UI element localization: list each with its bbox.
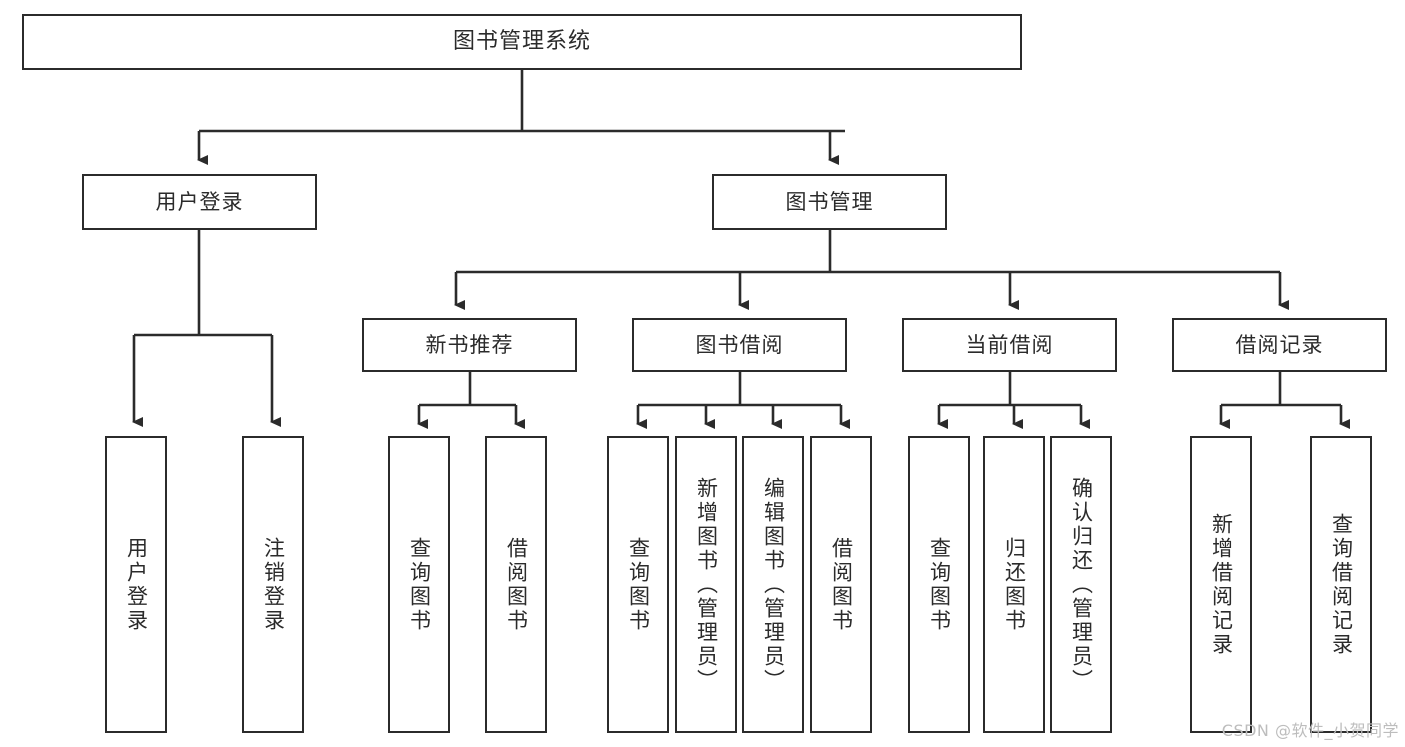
leaf-query-book-current[interactable]: 查询图书 <box>908 436 970 733</box>
leaf-query-book-borrow[interactable]: 查询图书 <box>607 436 669 733</box>
leaf-label: 用户登录 <box>124 536 149 633</box>
leaf-label: 借阅图书 <box>504 536 529 633</box>
node-user-login[interactable]: 用户登录 <box>82 174 317 230</box>
leaf-confirm-return-admin[interactable]: 确认归还（管理员） <box>1050 436 1112 733</box>
leaf-query-borrow-record[interactable]: 查询借阅记录 <box>1310 436 1372 733</box>
leaf-label: 借阅图书 <box>829 536 854 633</box>
leaf-borrow-book-newbook[interactable]: 借阅图书 <box>485 436 547 733</box>
node-borrow-records[interactable]: 借阅记录 <box>1172 318 1387 372</box>
leaf-lend-book[interactable]: 借阅图书 <box>810 436 872 733</box>
leaf-label: 新增借阅记录 <box>1209 512 1234 657</box>
node-new-book-recommend[interactable]: 新书推荐 <box>362 318 577 372</box>
leaf-return-book[interactable]: 归还图书 <box>983 436 1045 733</box>
leaf-label: 查询图书 <box>407 536 432 633</box>
node-root[interactable]: 图书管理系统 <box>22 14 1022 70</box>
leaf-label: 查询借阅记录 <box>1329 512 1354 657</box>
leaf-add-book-admin[interactable]: 新增图书（管理员） <box>675 436 737 733</box>
watermark: CSDN @软件_小贺同学 <box>1221 721 1399 740</box>
leaf-label: 编辑图书（管理员） <box>761 476 786 693</box>
leaf-label: 归还图书 <box>1002 536 1027 633</box>
leaf-label: 注销登录 <box>261 536 286 633</box>
node-book-management[interactable]: 图书管理 <box>712 174 947 230</box>
leaf-label: 新增图书（管理员） <box>694 476 719 693</box>
leaf-logout[interactable]: 注销登录 <box>242 436 304 733</box>
leaf-user-login[interactable]: 用户登录 <box>105 436 167 733</box>
leaf-label: 查询图书 <box>927 536 952 633</box>
leaf-label: 确认归还（管理员） <box>1069 476 1094 693</box>
leaf-edit-book-admin[interactable]: 编辑图书（管理员） <box>742 436 804 733</box>
node-book-borrow[interactable]: 图书借阅 <box>632 318 847 372</box>
leaf-query-book-newbook[interactable]: 查询图书 <box>388 436 450 733</box>
leaf-label: 查询图书 <box>626 536 651 633</box>
leaf-add-borrow-record[interactable]: 新增借阅记录 <box>1190 436 1252 733</box>
node-current-borrow[interactable]: 当前借阅 <box>902 318 1117 372</box>
